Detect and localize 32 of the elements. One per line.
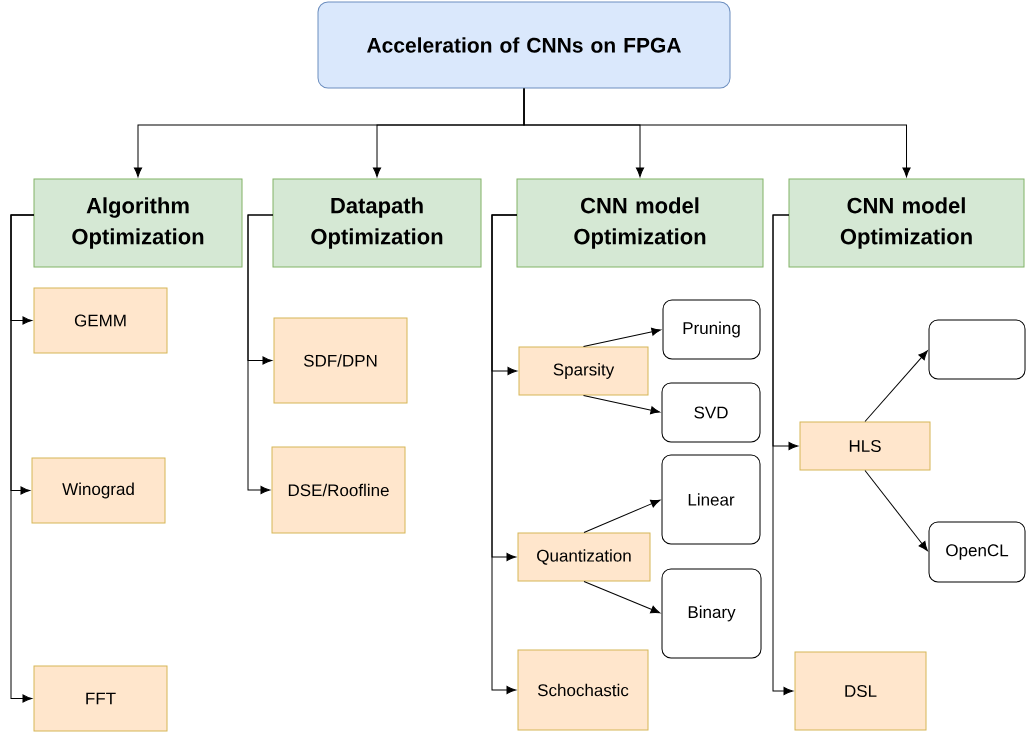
arrow (583, 395, 661, 415)
arrow (864, 470, 928, 551)
category-box: Algorithm Optimization (33, 178, 243, 268)
technique-box: Pruning (662, 299, 761, 360)
arrow (583, 499, 661, 533)
method-box: HLS (799, 421, 931, 471)
method-box: SDF/DPN (273, 317, 408, 404)
method-box: FFT (33, 665, 168, 732)
arrow (583, 581, 661, 614)
arrow (864, 350, 928, 422)
title-box: Acceleration of CNNs on FPGA (317, 1, 731, 89)
arrow (772, 214, 794, 696)
arrow (10, 214, 35, 703)
arrow (491, 214, 518, 695)
technique-box: Linear (661, 454, 761, 545)
method-box: Winograd (31, 457, 166, 524)
arrow (583, 327, 662, 347)
arrow (523, 88, 911, 178)
method-box: Sparsity (518, 346, 649, 396)
category-box: CNN model Optimization (788, 178, 1025, 268)
technique-box: SVD (661, 382, 761, 443)
method-box: DSL (794, 651, 927, 731)
method-box: Schochastic (517, 649, 649, 731)
technique-box (928, 319, 1026, 380)
category-box: Datapath Optimization (272, 178, 482, 268)
method-box: GEMM (33, 287, 168, 354)
technique-box: Binary (661, 568, 762, 659)
category-box: CNN model Optimization (516, 178, 764, 268)
method-box: DSE/Roofline (271, 446, 406, 534)
arrow (247, 214, 274, 495)
method-box: Quantization (517, 532, 651, 582)
technique-box: OpenCL (928, 521, 1026, 583)
